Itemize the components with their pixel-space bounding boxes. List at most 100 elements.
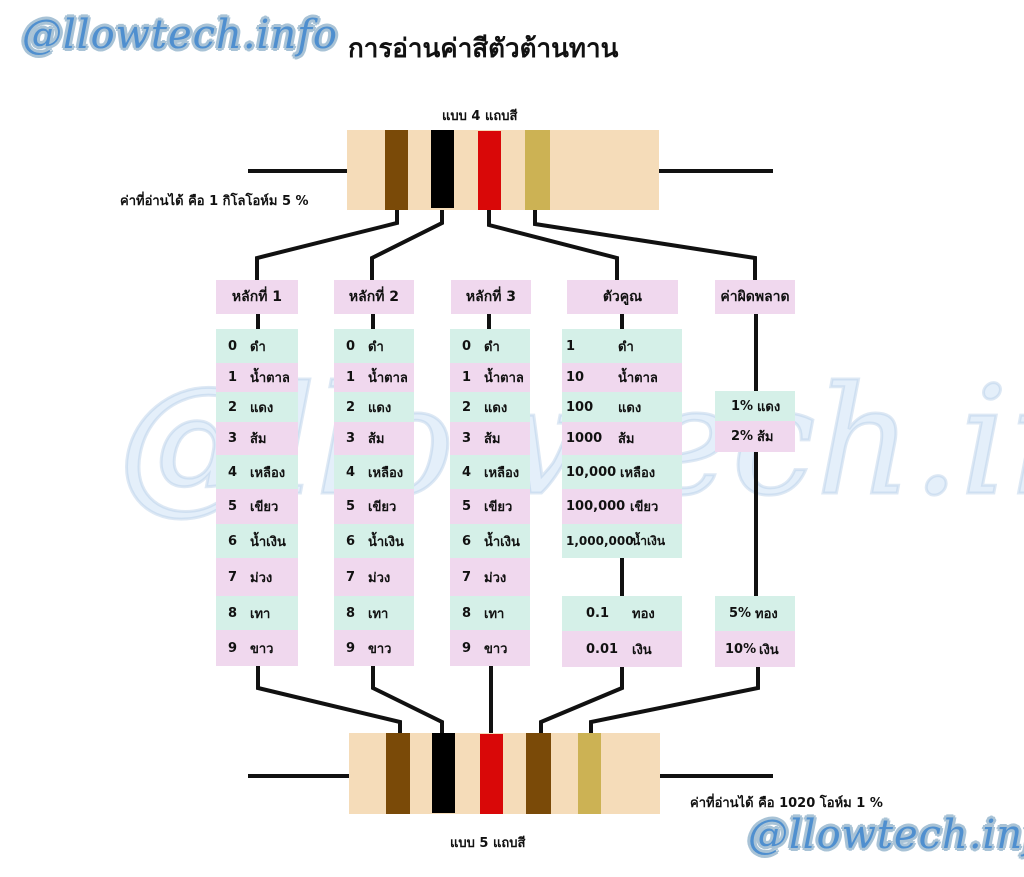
digit-value: 7 xyxy=(346,569,356,585)
color-name: ส้ม xyxy=(757,430,774,445)
page-title: การอ่านค่าสีตัวต้านทาน xyxy=(348,34,619,64)
color-name: เหลือง xyxy=(484,465,520,481)
header-digit-2: หลักที่ 2 xyxy=(334,280,414,314)
multiplier-value: 100,000 xyxy=(566,499,626,514)
5-band-caption: แบบ 5 แถบสี xyxy=(450,836,526,851)
logo-top: @llowtech.info xyxy=(22,12,338,58)
5-band-reading: ค่าที่อ่านได้ คือ 1020 โอห์ม 1 % xyxy=(690,796,883,811)
band-4-gold xyxy=(525,130,550,210)
color-name: ส้ม xyxy=(368,432,385,447)
color-name: ขาว xyxy=(250,641,274,657)
band-2-black xyxy=(431,130,454,208)
table-row: 5 เขียว xyxy=(216,489,298,524)
table-row: 0 ดำ xyxy=(450,329,530,363)
digit-value: 7 xyxy=(462,569,472,585)
digit-value: 1 xyxy=(462,370,472,385)
color-name: ม่วง xyxy=(368,570,391,586)
tolerance-value: 5% xyxy=(729,606,752,621)
multiplier-value: 1 xyxy=(566,338,576,354)
band-2-black xyxy=(432,733,455,813)
band-4-brown xyxy=(526,733,551,814)
digit-value: 0 xyxy=(462,338,472,354)
table-tolerance: 1%แดง 2%ส้ม xyxy=(715,391,795,452)
table-row: 5%ทอง xyxy=(715,596,795,631)
color-name: แดง xyxy=(618,400,642,416)
header-multiplier: ตัวคูณ xyxy=(567,280,678,314)
color-name: ดำ xyxy=(618,339,634,355)
color-name: ม่วง xyxy=(250,570,273,586)
digit-value: 4 xyxy=(228,464,238,480)
multiplier-value: 0.1 xyxy=(586,606,610,621)
band-1-brown xyxy=(385,130,408,210)
tolerance-value: 1% xyxy=(731,398,754,414)
color-name: ม่วง xyxy=(484,570,507,586)
color-name: เขียว xyxy=(250,500,279,515)
digit-value: 3 xyxy=(346,431,356,446)
4-band-caption: แบบ 4 แถบสี xyxy=(442,109,518,124)
color-name: ส้ม xyxy=(484,432,501,447)
digit-value: 1 xyxy=(346,370,356,385)
digit-value: 2 xyxy=(462,399,472,415)
digit-value: 5 xyxy=(462,499,472,514)
multiplier-value: 1,000,000 xyxy=(566,534,634,548)
digit-value: 3 xyxy=(462,431,472,446)
color-name: เทา xyxy=(368,606,389,622)
digit-value: 9 xyxy=(462,640,472,656)
multiplier-value: 10 xyxy=(566,370,585,385)
resistor-4-band xyxy=(347,130,659,210)
color-name: แดง xyxy=(368,400,392,416)
digit-value: 8 xyxy=(346,605,356,621)
band-3-red xyxy=(478,131,501,210)
color-name: น้ำเงิน xyxy=(632,533,666,548)
color-name: ดำ xyxy=(484,339,500,355)
digit-value: 2 xyxy=(228,399,238,415)
color-name: แดง xyxy=(484,400,508,416)
color-name: เขียว xyxy=(630,500,659,515)
table-row: 9 ขาว xyxy=(216,630,298,666)
color-name: ดำ xyxy=(368,339,384,355)
color-name: ส้ม xyxy=(250,432,267,447)
color-name: ดำ xyxy=(250,339,266,355)
table-row: 7 ม่วง xyxy=(450,558,530,596)
color-name: น้ำเงิน xyxy=(484,534,520,550)
tolerance-value: 2% xyxy=(731,429,754,444)
digit-value: 8 xyxy=(462,605,472,621)
color-name: เขียว xyxy=(484,500,513,515)
table-row: 100 แดง xyxy=(562,392,682,422)
header-digit-1: หลักที่ 1 xyxy=(216,280,298,314)
color-name: น้ำตาล xyxy=(484,371,524,386)
band-3-red xyxy=(480,734,503,814)
color-name: น้ำตาล xyxy=(250,371,290,386)
multiplier-value: 100 xyxy=(566,399,594,415)
digit-value: 9 xyxy=(228,640,238,656)
tolerance-value: 10% xyxy=(725,641,757,657)
color-name: เหลือง xyxy=(620,465,656,481)
table-row: 100,000 เขียว xyxy=(562,489,682,524)
header-tolerance: ค่าผิดพลาด xyxy=(715,280,795,314)
band-5-gold xyxy=(578,733,601,814)
digit-value: 5 xyxy=(346,499,356,514)
table-row: 2%ส้ม xyxy=(715,421,795,452)
digit-value: 5 xyxy=(228,499,238,514)
